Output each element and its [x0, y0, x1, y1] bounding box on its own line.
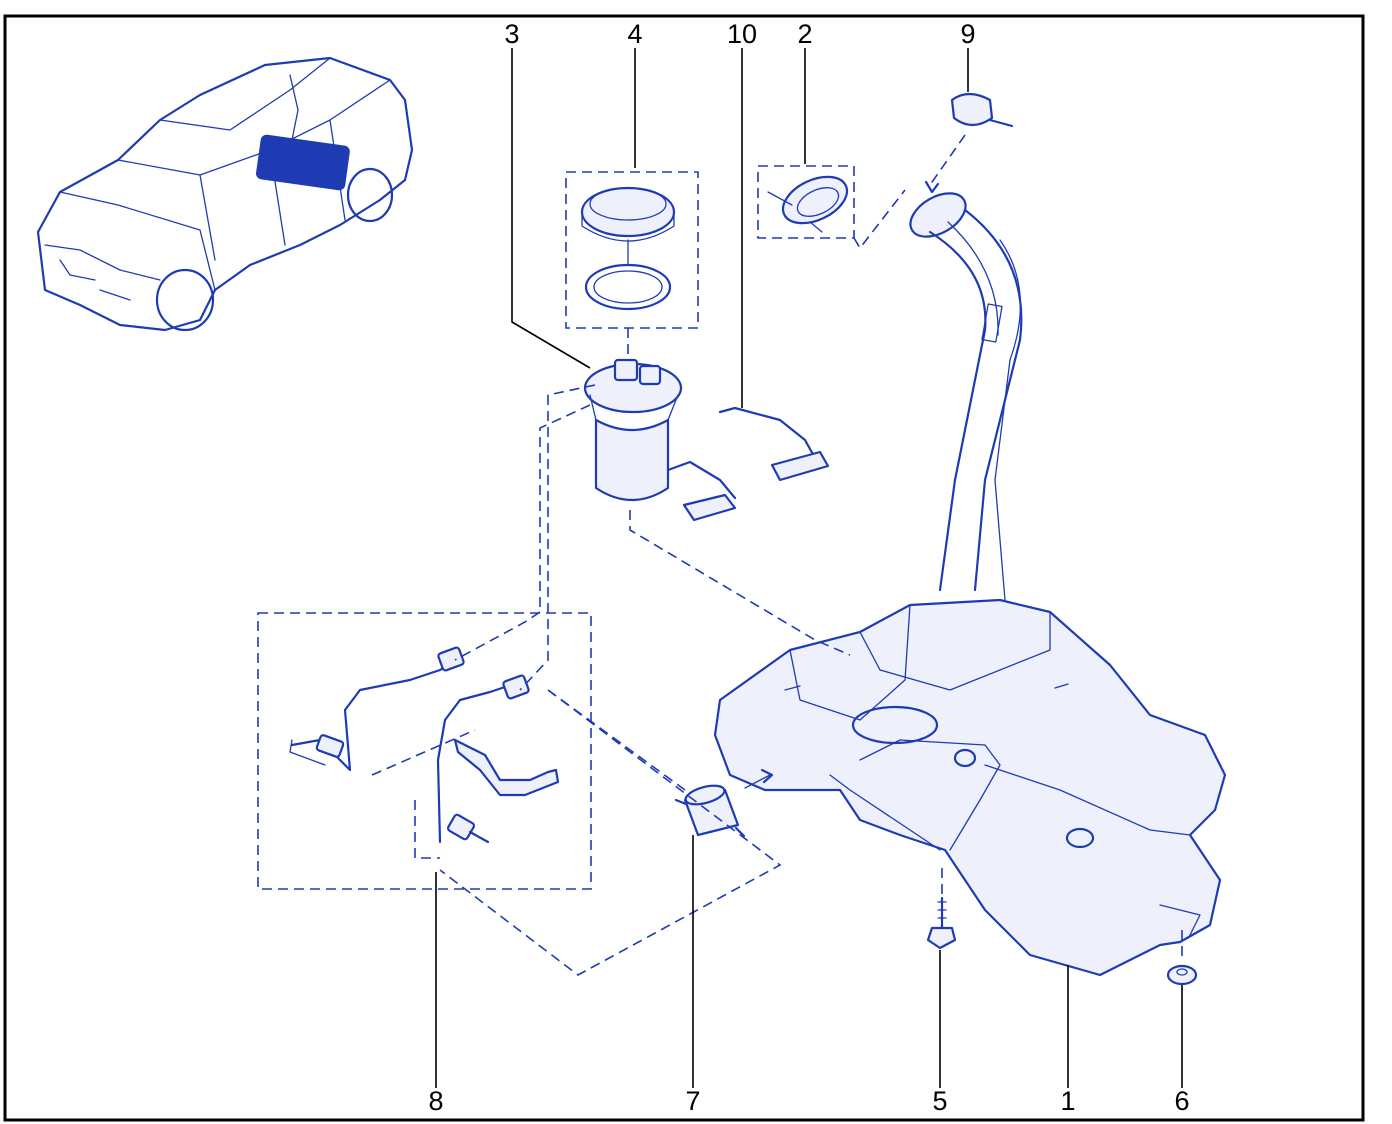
callout-7: 7 [685, 1086, 700, 1116]
callout-4: 4 [627, 19, 642, 49]
fuel-tank-location-highlight [256, 134, 350, 191]
part-9-filler-cap [924, 92, 1014, 194]
part-1-fuel-tank [713, 598, 1227, 977]
part-4-locking-ring-and-seal [565, 171, 699, 329]
callout-10: 10 [727, 19, 757, 49]
part-7-fuel-filter [674, 768, 774, 838]
callout-8: 8 [428, 1086, 443, 1116]
callout-1: 1 [1060, 1086, 1075, 1116]
vehicle-overview [36, 56, 414, 332]
part-6-washer [1166, 964, 1198, 986]
callout-6: 6 [1174, 1086, 1189, 1116]
callout-5: 5 [932, 1086, 947, 1116]
diagram-frame [3, 14, 1365, 1122]
callout-2: 2 [797, 19, 812, 49]
callout-labels: 3 4 10 2 9 8 7 5 1 6 [428, 19, 1189, 1116]
callout-leaders [435, 48, 1183, 1088]
part-5-bolt [926, 896, 957, 950]
part-10-level-sender [718, 406, 830, 482]
callout-9: 9 [960, 19, 975, 49]
part-8-fuel-lines [257, 612, 592, 890]
callout-3: 3 [504, 19, 519, 49]
filler-neck [909, 192, 1023, 601]
part-2-access-cover [757, 165, 906, 250]
part-3-fuel-pump-module [583, 328, 737, 522]
assembly-connectors [439, 384, 1183, 976]
